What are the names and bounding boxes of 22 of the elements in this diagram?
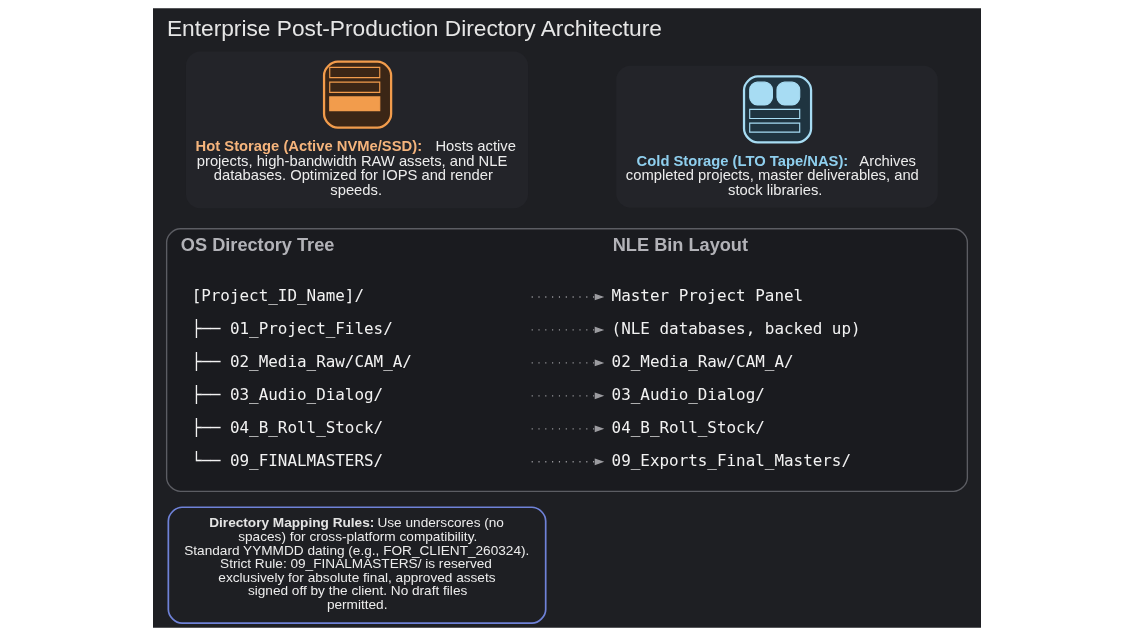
node-text: 02_Media_Raw/CAM_A/ [611, 352, 794, 372]
node-text: ├── 01_Project_Files/ [191, 319, 393, 339]
arrow [530, 293, 604, 301]
node-text: 09_Exports_Final_Masters/ [611, 450, 851, 470]
node-text: [Project_ID_Name]/ [191, 286, 364, 306]
node-box: Directory Mapping Rules: Use underscores (no spaces) for cross-platform compatibility. Standard YYMMDD dating (e.g., FOR_CLIENT_260324). Strict Rule: 09_FINALMASTERS/ is reserved exclusively for absolute final, approved assets signed off by the client. No draft files permitted. [167, 506, 547, 624]
arrow [530, 326, 604, 334]
node-text: ├── 02_Media_Raw/CAM_A/ [191, 352, 412, 372]
node-text: └── 09_FINALMASTERS/ [191, 450, 383, 470]
node-text: (NLE databases, backed up) [611, 319, 861, 339]
node-text: ├── 04_B_Roll_Stock/ [191, 418, 383, 438]
arrow [530, 359, 604, 367]
arrow [530, 425, 604, 433]
arrow [530, 458, 604, 466]
node-text: 03_Audio_Dialog/ [611, 385, 765, 405]
node-text: Master Project Panel [611, 286, 803, 306]
arrow [530, 392, 604, 400]
node-box: Cold Storage (LTO Tape/NAS): Archives completed projects, master deliverables, and stock libraries. [615, 65, 938, 208]
node-text: 04_B_Roll_Stock/ [611, 418, 765, 438]
node-text: ├── 03_Audio_Dialog/ [191, 385, 383, 405]
diagram-title: Enterprise Post-Production Directory Architecture [166, 14, 662, 41]
node-box: Hot Storage (Active NVMe/SSD): Hosts active projects, high-bandwidth RAW assets, and NLE databases. Optimized for IOPS and render speeds. [185, 51, 528, 209]
